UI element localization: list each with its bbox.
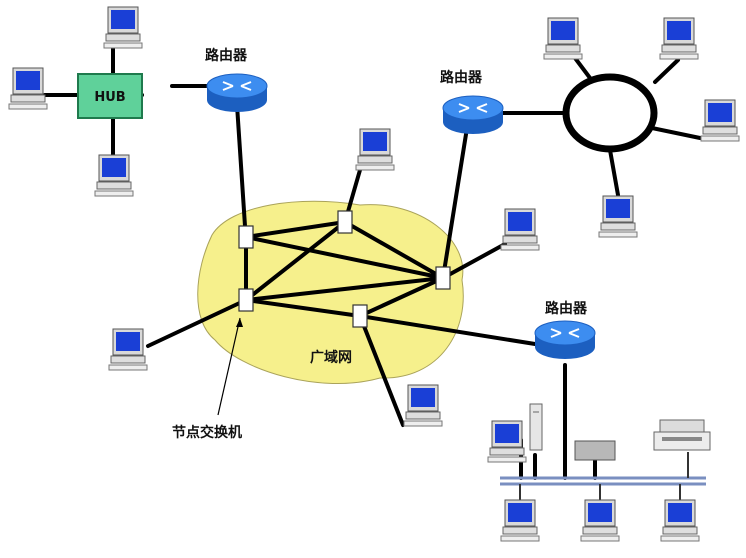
wan-label: 广域网 <box>310 349 352 366</box>
router-icon <box>534 320 596 360</box>
router-left-label: 路由器 <box>205 47 248 64</box>
computer-icon <box>598 195 638 238</box>
hub-label: HUB <box>94 90 125 105</box>
connection-lines <box>43 45 702 480</box>
router-icon <box>442 95 504 135</box>
computer-icon <box>580 499 620 542</box>
router-mid-label: 路由器 <box>440 69 483 86</box>
lan-switch-icon <box>574 440 616 461</box>
switch-node-icon <box>435 266 451 290</box>
switch-node-icon <box>352 304 368 328</box>
switch-node-label: 节点交换机 <box>172 424 242 441</box>
hub-icon: HUB <box>77 73 143 119</box>
switch-node-icon <box>337 210 353 234</box>
switch-node-icon <box>238 225 254 249</box>
computer-icon <box>355 128 395 171</box>
computer-icon <box>659 17 699 60</box>
computer-icon <box>103 6 143 49</box>
server-tower-icon <box>529 403 543 451</box>
router-icon <box>206 73 268 113</box>
node-pointer-arrow <box>217 317 243 416</box>
token-ring <box>562 73 658 153</box>
computer-icon <box>660 499 700 542</box>
lan-bus <box>500 452 706 500</box>
computer-icon <box>543 17 583 60</box>
computer-icon <box>108 328 148 371</box>
computer-icon <box>500 499 540 542</box>
router-right-label: 路由器 <box>545 300 588 317</box>
switch-node-icon <box>238 288 254 312</box>
computer-icon <box>8 67 48 110</box>
computer-icon <box>403 384 443 427</box>
printer-icon <box>653 419 711 451</box>
computer-icon <box>94 154 134 197</box>
computer-icon <box>700 99 740 142</box>
